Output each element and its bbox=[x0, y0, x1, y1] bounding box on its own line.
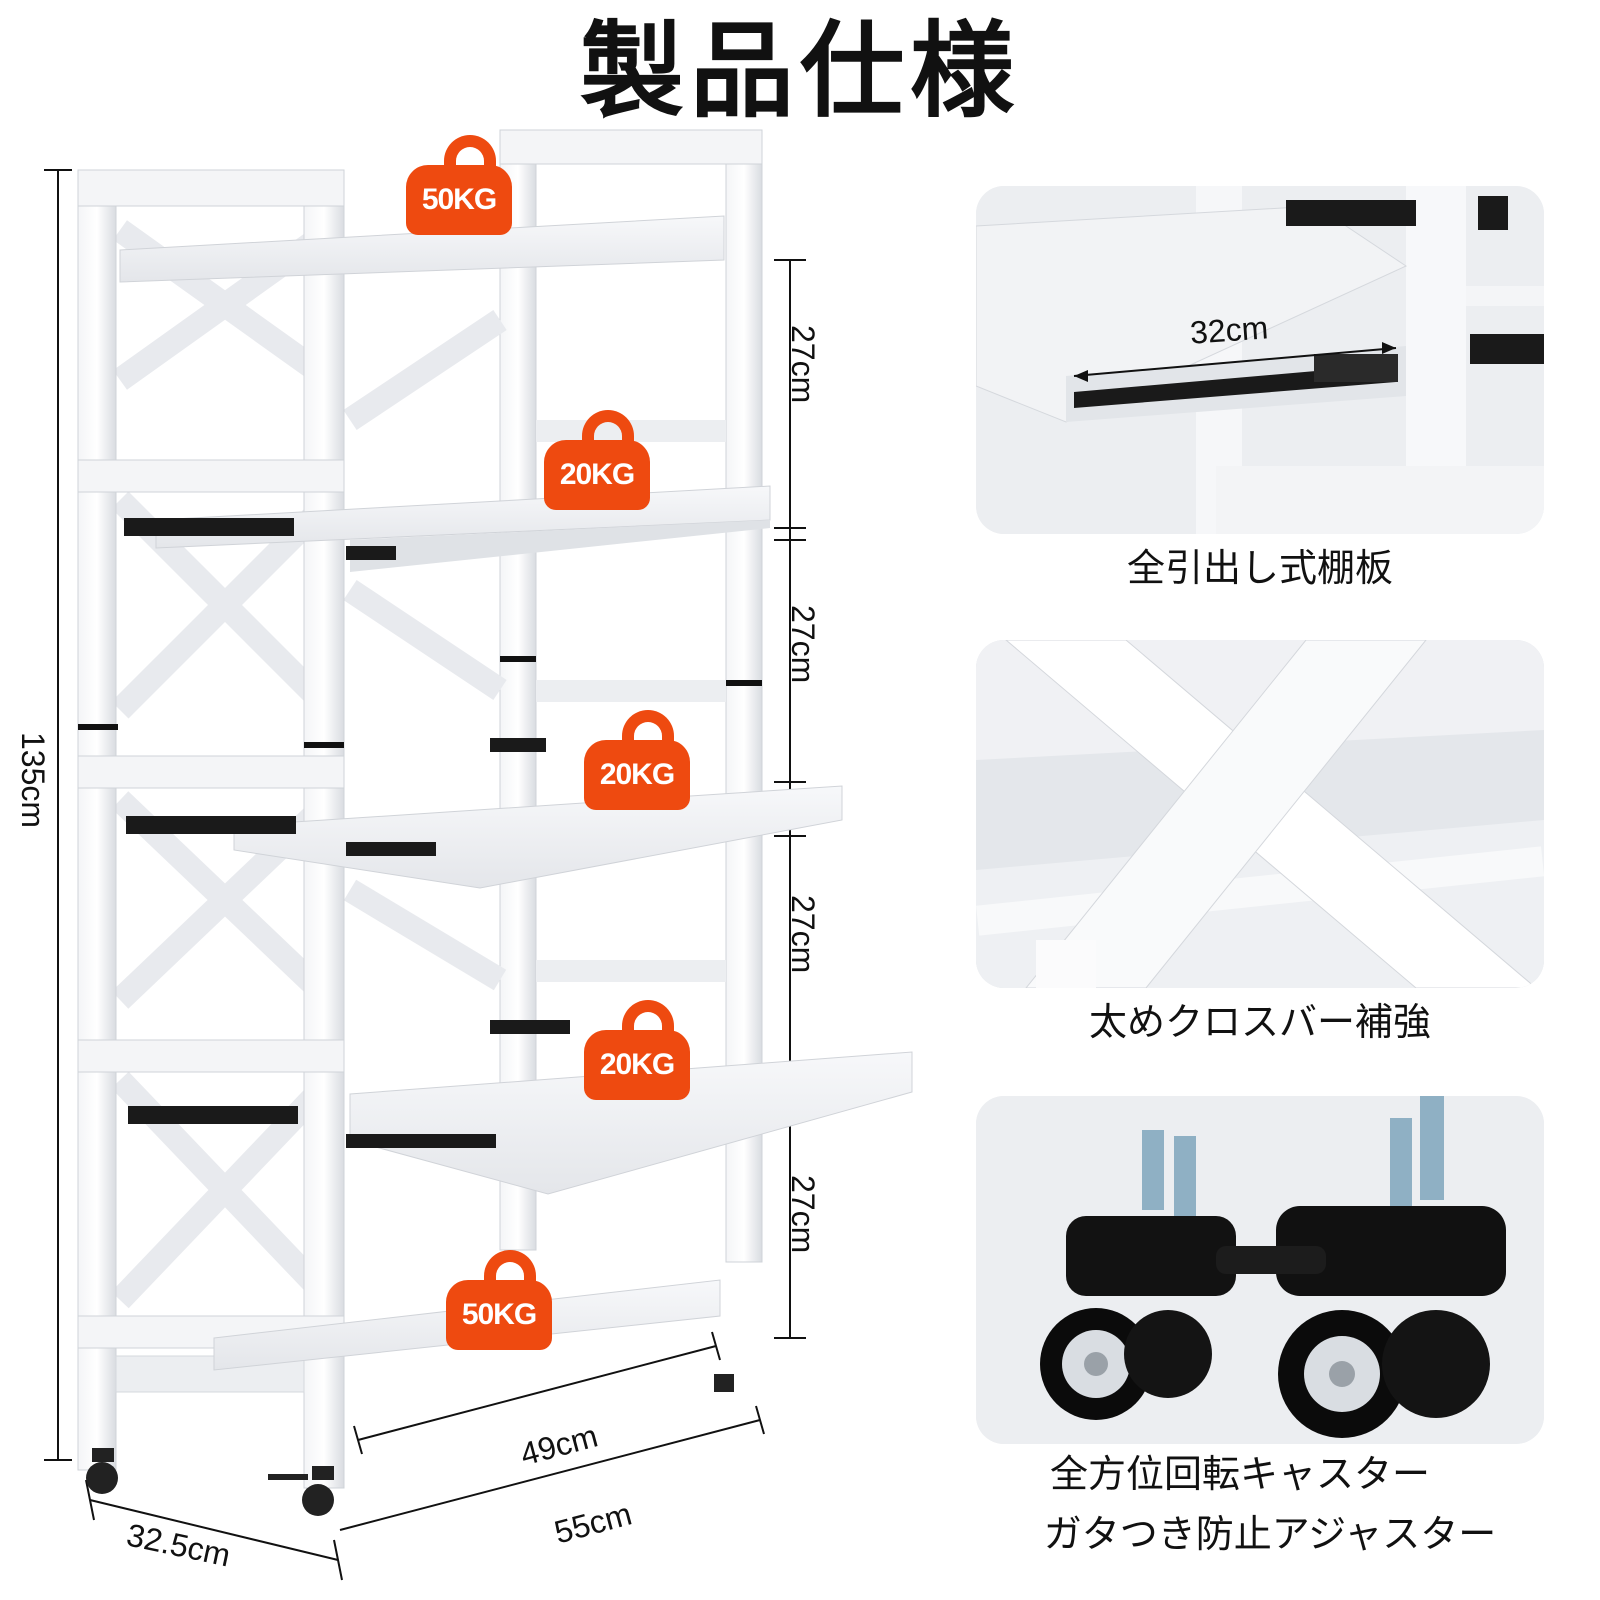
load-badge-bottom: 50KG bbox=[446, 1250, 564, 1350]
crossbar-closeup-image bbox=[976, 640, 1544, 988]
slide-length-label: 32cm bbox=[1188, 309, 1270, 351]
dim-tier-gap-3: 27cm bbox=[785, 895, 821, 974]
drawer-slides bbox=[124, 518, 570, 1148]
dim-height-label: 135cm bbox=[15, 732, 51, 829]
load-badge-tier-3: 20KG bbox=[584, 710, 702, 810]
load-badge-label: 20KG bbox=[584, 740, 690, 810]
casters-closeup-image bbox=[976, 1096, 1544, 1444]
feature-caption-casters-2: ガタつき防止アジャスター bbox=[1043, 1512, 1497, 1556]
weight-ring-icon bbox=[582, 410, 634, 446]
dim-tier-gap-4: 27cm bbox=[785, 1175, 821, 1254]
load-badge-label: 20KG bbox=[544, 440, 650, 510]
load-badge-tier-4: 20KG bbox=[584, 1000, 702, 1100]
load-badge-top: 50KG bbox=[406, 135, 524, 235]
caster-wheels bbox=[86, 1374, 734, 1516]
feature-caption-slide: 全引出し式棚板 bbox=[1126, 546, 1393, 590]
dimension-lines bbox=[44, 169, 806, 1581]
load-badge-label: 20KG bbox=[584, 1030, 690, 1100]
feature-panel-slide: 32cm bbox=[976, 186, 1544, 534]
load-badge-label: 50KG bbox=[446, 1280, 552, 1350]
dim-tier-gap-2: 27cm bbox=[785, 605, 821, 684]
feature-caption-crossbar: 太めクロスバー補強 bbox=[1088, 1000, 1431, 1044]
feature-panel-casters bbox=[976, 1096, 1544, 1444]
page-title: 製品仕様 bbox=[579, 10, 1020, 132]
load-badge-tier-2: 20KG bbox=[544, 410, 662, 510]
slide-closeup-image bbox=[976, 186, 1544, 534]
dim-tier-gap-1: 27cm bbox=[785, 325, 821, 404]
load-badge-label: 50KG bbox=[406, 165, 512, 235]
feature-panel-crossbar bbox=[976, 640, 1544, 988]
feature-caption-casters-1: 全方位回転キャスター bbox=[1049, 1452, 1430, 1496]
